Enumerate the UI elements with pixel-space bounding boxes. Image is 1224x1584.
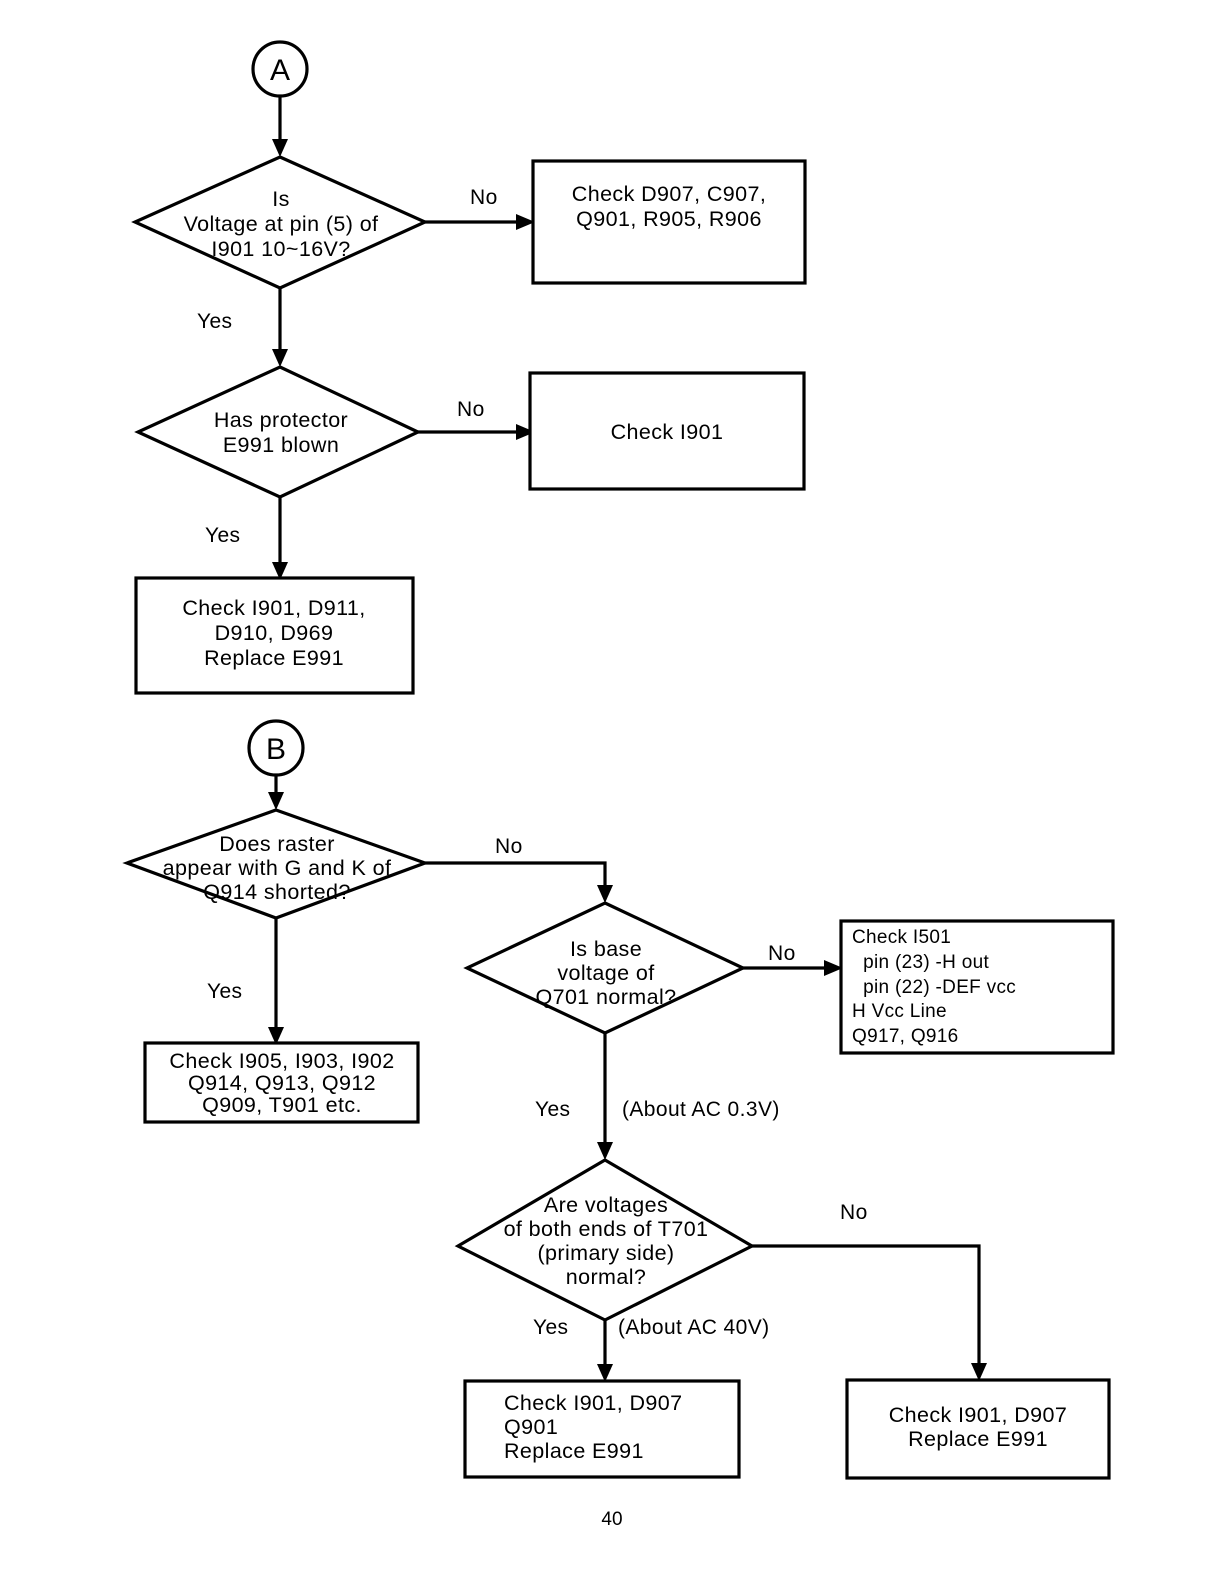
action-check-d907-line2: Q901, R905, R906 — [576, 207, 762, 231]
action-check-i901-d907-q901 — [463, 1379, 741, 1479]
action-check-i905-group — [143, 1041, 420, 1124]
decision-base-voltage-line3: Q701 normal? — [535, 985, 676, 1009]
edge-label-d1-yes: Yes — [197, 310, 232, 333]
decision-protector-line1: Has protector — [214, 408, 348, 432]
decision-raster-line1: Does raster — [219, 832, 335, 856]
arrowhead-d2-to-b2 — [516, 424, 535, 440]
edge-label-d5-no: No — [840, 1201, 868, 1224]
decision-raster-line2: appear with G and K of — [163, 856, 392, 880]
decision-voltage-pin5-line3: I901 10~16V? — [211, 237, 350, 261]
action-check-i901-d907-replace — [845, 1378, 1111, 1480]
page-number: 40 — [601, 1509, 622, 1530]
arrowhead-d1-to-b1 — [516, 214, 535, 230]
edge-label-d2-no: No — [457, 398, 485, 421]
action-check-i905-line3: Q909, T901 etc. — [202, 1093, 362, 1117]
connector-a-label: A — [270, 54, 290, 87]
decision-t701-line2: of both ends of T701 — [504, 1217, 709, 1241]
arrowhead-d5-to-b6 — [597, 1364, 613, 1382]
action-check-i501 — [839, 919, 1115, 1055]
action-check-i901-d907-replace-line1: Check I901, D907 — [889, 1403, 1068, 1427]
decision-protector-line2: E991 blown — [223, 433, 339, 457]
action-check-i905-line2: Q914, Q913, Q912 — [188, 1071, 376, 1095]
edge-label-d3-yes: Yes — [207, 980, 242, 1003]
edge-label-d2-yes: Yes — [205, 524, 240, 547]
decision-raster-line3: Q914 shorted? — [203, 880, 350, 904]
arrowhead-d3-to-d4 — [597, 885, 613, 903]
action-check-d907-c907 — [531, 159, 807, 285]
action-check-i901 — [528, 371, 806, 491]
decision-t701-line4: normal? — [566, 1265, 646, 1289]
action-check-i501-line2: pin (23) -H out — [852, 952, 990, 973]
edge-d5-to-b7 — [752, 1244, 981, 1368]
action-check-i905-line1: Check I905, I903, I902 — [169, 1049, 394, 1073]
decision-voltage-pin5-line1: Is — [272, 187, 290, 211]
action-check-i501-line1: Check I501 — [852, 927, 951, 948]
arrowhead-d5-to-b7 — [971, 1363, 987, 1381]
action-check-i901-d907-q901-line3: Replace E991 — [504, 1439, 644, 1463]
arrowhead-d2-to-b3 — [272, 562, 288, 580]
arrowhead-d4-to-b5 — [824, 960, 843, 976]
action-check-i901-d911-line2: D910, D969 — [215, 621, 334, 645]
edge-d3-to-d4 — [425, 861, 607, 890]
action-check-i501-line3: pin (22) -DEF vcc — [852, 977, 1016, 998]
decision-t701-line1: Are voltages — [544, 1193, 668, 1217]
action-check-i901-d907-q901-line2: Q901 — [504, 1415, 558, 1439]
edge-label-d3-no: No — [495, 835, 523, 858]
edge-label-d5-yes: Yes — [533, 1316, 568, 1339]
action-check-i901-d911 — [134, 576, 415, 695]
action-check-i501-line4: H Vcc Line — [852, 1001, 947, 1022]
arrowhead-b-to-d3 — [268, 792, 284, 810]
decision-voltage-pin5-line2: Voltage at pin (5) of — [184, 212, 379, 236]
action-check-i901-d911-line1: Check I901, D911, — [182, 596, 365, 620]
action-check-i901-d907-q901-line1: Check I901, D907 — [504, 1391, 683, 1415]
action-check-i501-line5: Q917, Q916 — [852, 1026, 959, 1047]
arrowhead-a-to-d1 — [272, 139, 288, 157]
connector-b-label: B — [266, 733, 286, 766]
edge-label-d4-yes: Yes — [535, 1098, 570, 1121]
arrowhead-d3-to-b4 — [268, 1027, 284, 1045]
action-check-i901-d911-line3: Replace E991 — [204, 646, 344, 670]
decision-base-voltage-line1: Is base — [570, 937, 642, 961]
action-check-d907-line1: Check D907, C907, — [572, 182, 766, 206]
action-check-i901-line1: Check I901 — [611, 420, 724, 444]
edge-note-about-ac-03v: (About AC 0.3V) — [622, 1098, 780, 1121]
decision-t701-line3: (primary side) — [537, 1241, 674, 1265]
edge-note-about-ac-40v: (About AC 40V) — [618, 1316, 770, 1339]
action-check-i901-d907-replace-line2: Replace E991 — [908, 1427, 1048, 1451]
edge-label-d4-no: No — [768, 942, 796, 965]
edge-label-d1-no: No — [470, 186, 498, 209]
arrowhead-d4-to-d5 — [597, 1142, 613, 1160]
arrowhead-d1-to-d2 — [272, 349, 288, 367]
decision-protector-e991 — [134, 365, 422, 499]
decision-base-voltage-line2: voltage of — [557, 961, 654, 985]
